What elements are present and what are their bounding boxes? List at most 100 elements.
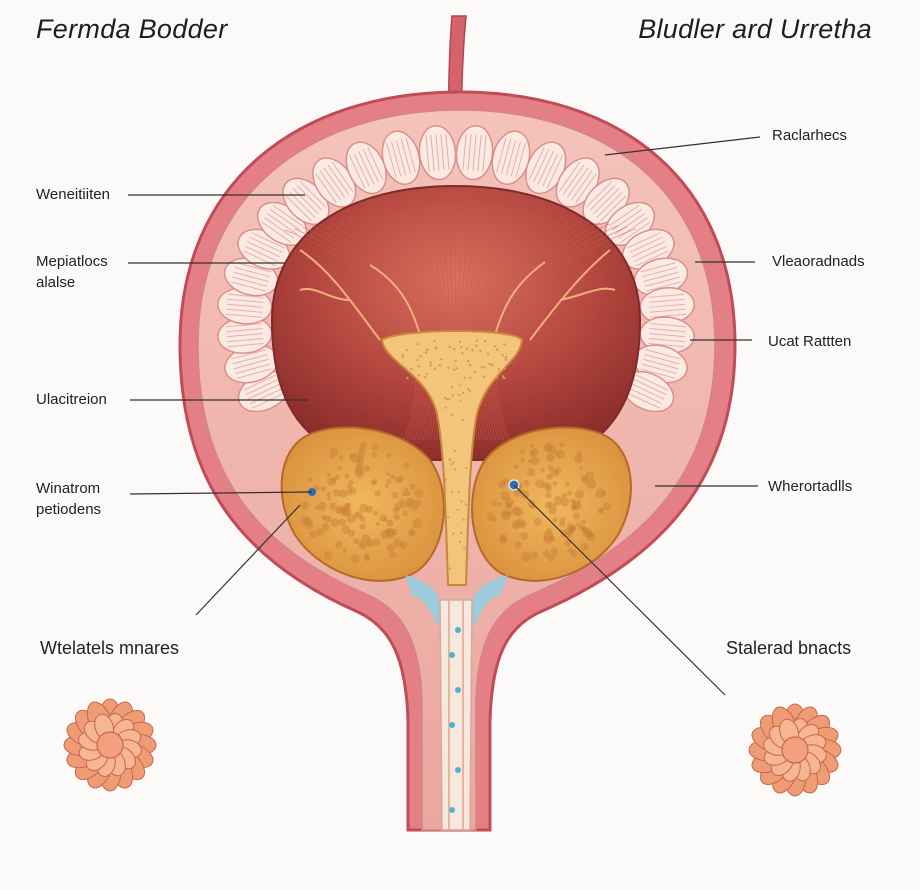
gland-cell [333, 489, 341, 497]
ruga-line [289, 191, 316, 218]
gland-cell [383, 517, 388, 523]
trigone-dot [419, 355, 422, 358]
trigone-dot [468, 376, 472, 380]
trigone-dot [467, 388, 470, 391]
trigone-dot [459, 346, 463, 349]
title-left: Fermda Bodder [36, 14, 228, 44]
muscle-fiber [481, 217, 574, 441]
gland-cell [526, 468, 536, 477]
gland-cell [393, 513, 400, 521]
trigone-dot [466, 359, 470, 363]
gland-cell [342, 548, 347, 553]
ruga-line [472, 134, 477, 171]
label-right-1: Raclarhecs [772, 127, 848, 144]
gland-cell [339, 489, 348, 498]
ruga-line [482, 135, 487, 172]
gland-cell [373, 510, 379, 516]
ruga-line [596, 191, 623, 218]
gland-cell [567, 490, 573, 496]
gland-cell [330, 518, 340, 527]
ruga-line [227, 293, 264, 298]
ruga-line [620, 221, 651, 243]
ruga-line [349, 155, 366, 189]
ruga-line [649, 328, 686, 333]
gland-cell [516, 488, 522, 494]
ruga-line [233, 271, 269, 282]
gland-cell [372, 538, 381, 546]
ruga-line [649, 308, 686, 313]
gland-cell [553, 495, 563, 505]
ruga-line [633, 245, 667, 262]
trigone-dot [464, 503, 468, 506]
gland-cell [520, 531, 529, 540]
muscle-fiber [338, 220, 429, 441]
gland-cell [408, 499, 414, 505]
gland-cell [499, 533, 507, 541]
ruga-line [225, 323, 262, 328]
trigone-dot [454, 467, 457, 471]
ruga-line [640, 262, 676, 273]
gland-cell [346, 488, 353, 496]
trigone-dot [425, 373, 429, 376]
gland-cell [359, 523, 366, 530]
trigone-dot [466, 557, 469, 560]
gland-cell [348, 479, 354, 485]
ruga-line [331, 161, 354, 192]
trigone-dot [445, 526, 448, 530]
ruga-line [627, 232, 661, 249]
trigone-texture [401, 339, 508, 570]
ruga-line [467, 134, 472, 171]
urethra-droplet [449, 652, 455, 658]
gland-cell [359, 503, 369, 513]
trigone-dot [448, 345, 452, 349]
gland-cell [346, 513, 357, 523]
gland-cell [326, 496, 331, 502]
ruga-line [640, 368, 676, 379]
ruga-line [558, 161, 581, 192]
gland-cell [570, 498, 576, 504]
gland-cell [513, 464, 519, 470]
trigone-dot [463, 547, 466, 550]
ruga-line [600, 195, 627, 222]
trigone-dot [459, 384, 462, 387]
gland-cell [391, 491, 399, 499]
trigone-dot [455, 366, 458, 370]
trigone-dot [444, 478, 447, 481]
trigone-dot [423, 376, 427, 379]
gland-cell [603, 502, 612, 511]
ruga-line [445, 133, 450, 170]
trigone-dot [501, 354, 504, 357]
gland-cell [561, 492, 567, 499]
ruga-line [496, 137, 507, 173]
gland-cell [600, 490, 607, 497]
gland-cell [334, 474, 340, 481]
trigone-dot [416, 343, 420, 346]
gland-cell [402, 510, 409, 517]
gland-cell [564, 527, 573, 535]
ruga-line [505, 140, 517, 176]
gland-cell [386, 478, 392, 485]
ruga-line [353, 153, 370, 187]
trigone [380, 330, 524, 586]
ruga-line [264, 217, 295, 239]
trigone-dot [447, 366, 450, 369]
ruga-line [537, 151, 554, 185]
ruga-line [510, 141, 521, 177]
ruga-line [367, 147, 384, 181]
trigone-dot [410, 367, 413, 371]
gland-cell [389, 551, 397, 559]
gland-cell [412, 498, 422, 508]
gland-cell [341, 525, 350, 534]
trigone-dot [482, 375, 486, 378]
trigone-dot [480, 366, 483, 369]
gland-cell [548, 465, 554, 472]
gland-cell [390, 473, 396, 480]
ruga-line [645, 349, 681, 360]
gland-cell [326, 492, 332, 498]
urethra-droplet [455, 687, 461, 693]
flower-center [96, 731, 124, 759]
ruga-line [243, 374, 277, 391]
trigone-dot [454, 359, 457, 363]
trigone-dot [453, 347, 456, 351]
